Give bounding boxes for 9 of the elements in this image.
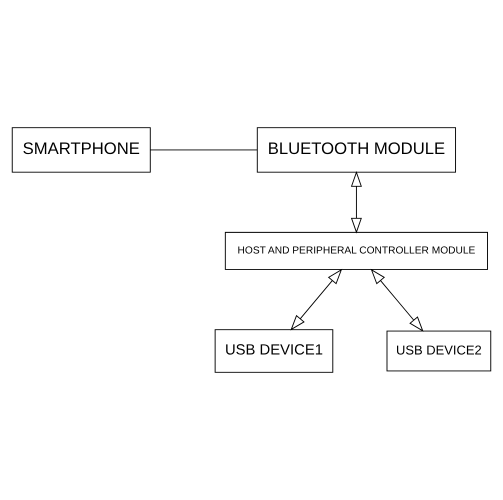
connector — [150, 149, 258, 150]
arrow — [290, 268, 342, 331]
arrow — [370, 268, 424, 332]
node-box: USB DEVICE1 — [214, 329, 334, 373]
node-box: USB DEVICE2 — [386, 330, 492, 372]
node-box: BLUETOOTH MODULE — [256, 127, 456, 173]
node-box: SMARTPHONE — [12, 127, 151, 173]
arrow — [350, 170, 362, 234]
node-box: HOST AND PERIPHERAL CONTROLLER MODULE — [224, 232, 488, 270]
